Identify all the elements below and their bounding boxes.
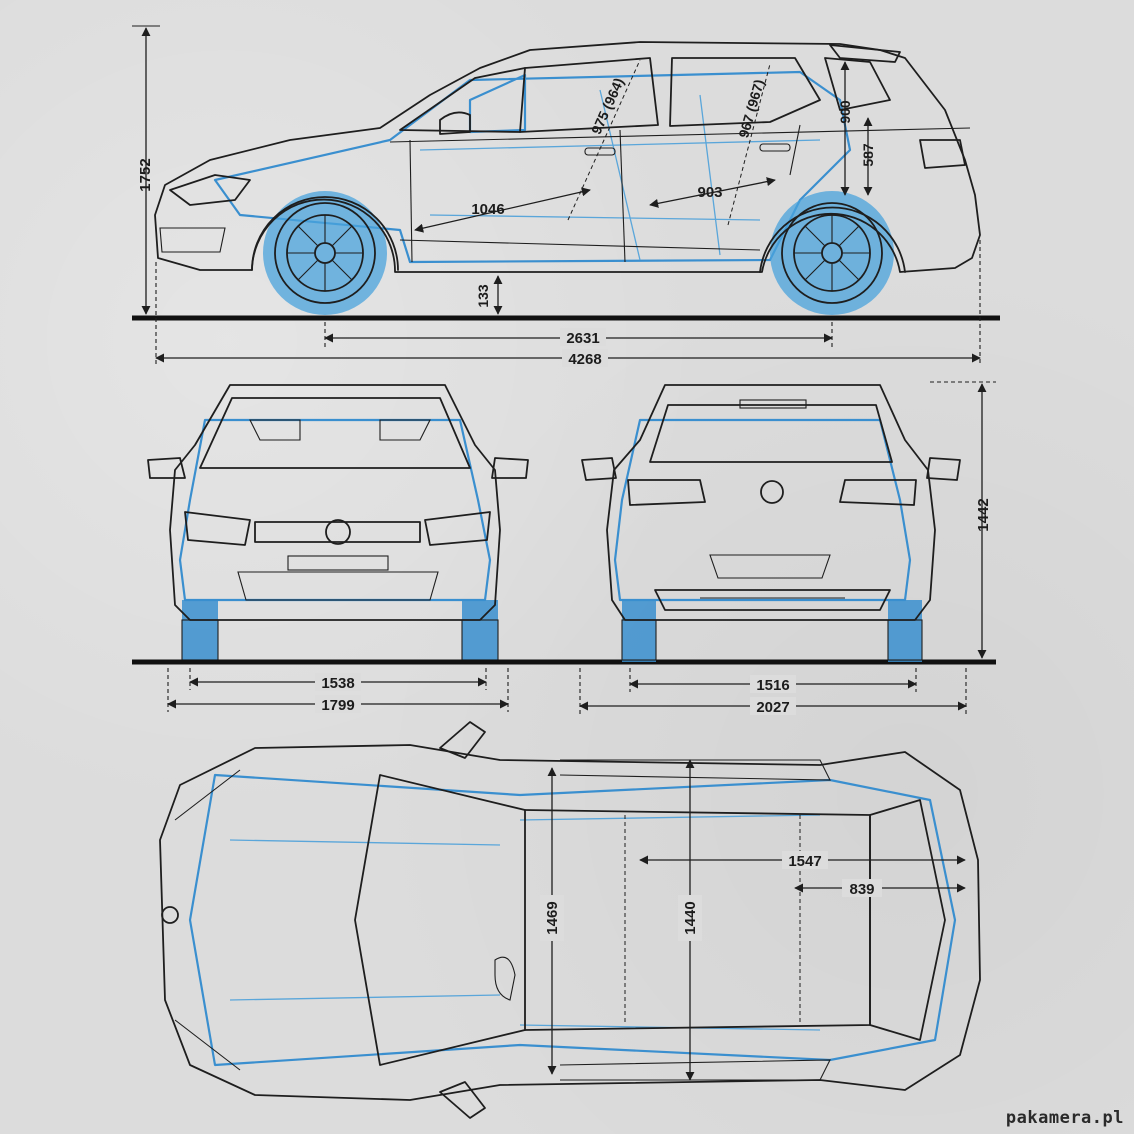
- dim-front-legroom: 1046: [471, 201, 504, 218]
- front-wheel: [274, 202, 376, 304]
- dim-boot-opening: 900: [837, 100, 853, 124]
- dim-front-width: 1799: [321, 697, 354, 714]
- dim-boot-sill: 587: [860, 143, 876, 167]
- rear-view: 1442 1516 2027: [579, 381, 996, 716]
- dim-wheelbase: 2631: [566, 330, 599, 347]
- watermark: pakamera.pl: [1005, 1108, 1124, 1128]
- side-view: 1752 133 975 (964) 967 (967) 1046 903 90…: [132, 25, 1000, 368]
- dim-rear-track: 1516: [756, 677, 789, 694]
- top-view: 1469 1440 1547 839: [159, 721, 981, 1119]
- dim-boot-length: 839: [849, 881, 874, 898]
- dim-cabin-length: 1547: [788, 853, 821, 870]
- dim-rear-height: 1442: [975, 498, 992, 531]
- front-view: 1538 1799: [132, 384, 996, 714]
- dim-rear-legroom: 903: [697, 184, 722, 201]
- dim-rear-headroom: 967 (967): [735, 78, 767, 140]
- dim-shoulder-front: 1469: [544, 901, 561, 934]
- dim-width-mirrors: 2027: [756, 699, 789, 716]
- rear-wheel: [781, 202, 883, 304]
- dim-shoulder-rear: 1440: [682, 901, 699, 934]
- dim-length: 4268: [568, 351, 601, 368]
- dim-height: 1752: [137, 158, 154, 191]
- dim-ground-clearance: 133: [475, 284, 491, 308]
- dim-front-track: 1538: [321, 675, 354, 692]
